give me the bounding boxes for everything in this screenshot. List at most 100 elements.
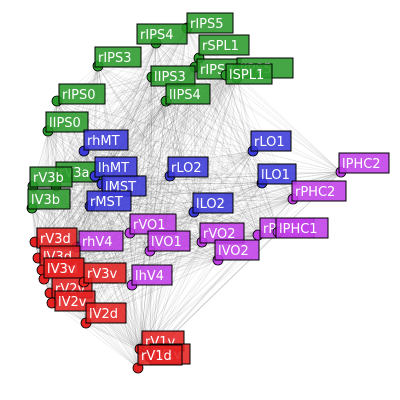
node-label: lPHC1 — [279, 222, 318, 237]
edge — [56, 100, 342, 173]
node-label: rPHC2 — [295, 185, 335, 200]
edge — [55, 182, 263, 187]
edge — [225, 74, 263, 184]
edge — [76, 77, 238, 248]
edge — [169, 175, 294, 200]
edge — [97, 65, 195, 213]
edge — [56, 100, 294, 200]
edge — [155, 42, 200, 59]
node-label: rVO2 — [203, 227, 236, 242]
edge — [94, 42, 157, 177]
node-label-box — [83, 262, 127, 284]
edge — [97, 65, 279, 233]
node-label: lIPS4 — [169, 88, 201, 103]
node-label: lSPL1 — [229, 68, 264, 83]
node-label-box — [45, 111, 89, 133]
node-lLO2: lLO2 — [188, 192, 234, 218]
node-label-box — [86, 190, 132, 212]
node-lV2d: lV2d — [80, 302, 127, 329]
node-lV3b: lV3b — [26, 188, 71, 214]
edge — [169, 175, 195, 213]
edge — [139, 76, 153, 350]
node-label: lV3b — [31, 193, 60, 208]
node-label-box — [275, 217, 329, 239]
edge — [97, 65, 153, 78]
node-lVO1: lVO1 — [144, 230, 191, 257]
edge — [151, 76, 171, 177]
edge — [149, 250, 219, 261]
edge — [261, 182, 294, 200]
node-label: rhV4 — [82, 235, 113, 250]
edge — [139, 74, 227, 350]
edge — [137, 74, 227, 369]
node-label-box — [192, 192, 234, 214]
edge — [149, 150, 254, 358]
node-label: rV3d — [40, 232, 71, 247]
edge — [129, 232, 141, 350]
node-label-box — [291, 180, 347, 202]
node-lIPS4: lIPS4 — [160, 83, 211, 107]
edge — [193, 77, 238, 213]
node-label: lIPS3 — [154, 70, 186, 85]
edge — [56, 100, 263, 184]
edge — [97, 65, 254, 152]
node-label-box — [58, 83, 106, 105]
edge — [139, 175, 171, 350]
node-label: rVO1 — [133, 218, 166, 233]
edge — [32, 27, 188, 187]
edge — [149, 74, 227, 358]
edge — [165, 100, 263, 184]
edge — [85, 100, 167, 324]
node-lVO2: lVO2 — [212, 239, 260, 266]
edge — [31, 207, 131, 234]
node-layer: rIPS5rIPS4rSPL1rIPS3rIPS2lIPS5lIPS3lSPL1… — [26, 12, 390, 374]
node-label-box — [257, 163, 297, 185]
node-label: lLO2 — [196, 197, 225, 212]
edge — [97, 65, 171, 177]
node-rLO2: rLO2 — [164, 156, 209, 182]
edge — [165, 100, 279, 233]
edge — [131, 150, 254, 286]
edge — [225, 74, 342, 173]
edge — [129, 76, 153, 234]
edge — [155, 42, 196, 68]
edge — [47, 130, 254, 152]
edge — [55, 185, 151, 252]
node-rV1d: rV1d — [132, 344, 183, 374]
node-label: lV3v — [47, 262, 76, 277]
edge — [97, 65, 263, 184]
edge — [85, 198, 294, 324]
edge — [252, 150, 342, 173]
node-rV3v: rV3v — [78, 262, 127, 288]
edge — [137, 77, 238, 369]
node-label: rhMT — [87, 134, 120, 149]
edge — [165, 100, 254, 152]
node-label: rMST — [90, 195, 123, 210]
node-label-box — [198, 34, 250, 56]
node-label-box — [338, 152, 390, 174]
edge — [194, 66, 342, 173]
node-label-box — [136, 23, 188, 45]
node-rLO1: rLO1 — [247, 130, 292, 157]
node-rMST: rMST — [84, 190, 132, 212]
node-rV3d: rV3d — [29, 227, 78, 249]
node-label: rIPS3 — [98, 51, 132, 66]
edge — [149, 57, 200, 358]
edge — [139, 57, 200, 350]
edge — [94, 27, 188, 177]
node-label: rV1d — [141, 349, 172, 364]
node-lPHC1: lPHC1 — [272, 217, 329, 239]
edge — [149, 182, 263, 358]
edge — [236, 77, 254, 152]
edge — [149, 77, 238, 358]
edge — [155, 42, 171, 177]
node-label: lhMT — [98, 161, 129, 176]
node-label-box — [186, 12, 234, 34]
edge — [41, 171, 342, 271]
node-label: rIPS4 — [140, 28, 174, 43]
edge — [97, 65, 342, 173]
edge — [149, 42, 157, 358]
edge — [201, 74, 227, 243]
edge — [47, 130, 171, 177]
edge — [186, 27, 254, 152]
